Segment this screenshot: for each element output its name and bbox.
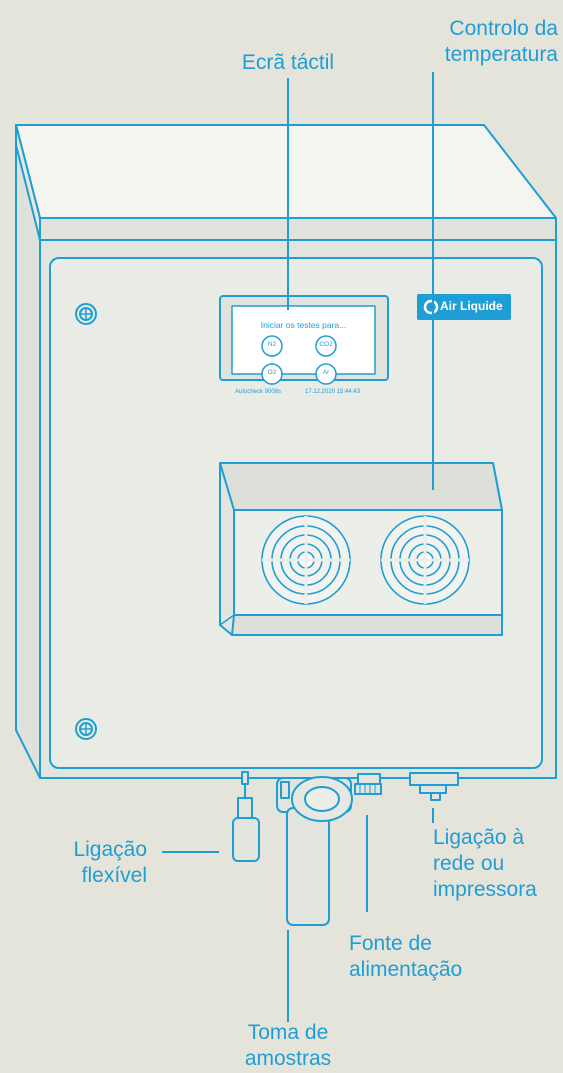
gas-label-o2[interactable]: O2 [267,369,277,376]
label-temperature-line1: Controlo da [449,17,558,40]
label-network-line1: Ligação à [433,826,525,849]
label-sample-line2: amostras [244,1047,332,1070]
label-sample-line1: Toma de [247,1021,329,1044]
label-power: Fonte de alimentação [349,931,462,983]
label-touchscreen-text: Ecrã táctil [241,51,335,74]
label-network: Ligação à rede ou impressora [433,825,537,903]
screen-footer-right: 17.12.2020 15:44:43 [305,389,361,395]
network-connector [409,772,459,801]
label-temperature-line2: temperatura [444,43,558,66]
screen-footer-left: Autocheck 9008s [235,389,282,395]
gas-button-co2 [315,335,337,357]
gas-button-n2 [261,335,283,357]
label-flexible-line2: flexível [81,864,147,887]
label-temperature: Controlo da temperatura [445,16,558,68]
label-network-line3: impressora [433,878,537,901]
screw-bottom [75,718,97,740]
label-touchscreen: Ecrã táctil [168,50,408,76]
gas-label-co2[interactable]: CO2 [319,341,333,348]
label-flexible-line1: Ligação [73,838,147,861]
label-power-line1: Fonte de [349,932,432,955]
brand-name: Air Liquide [440,299,503,313]
temperature-housing-top [219,462,503,511]
screw-top [75,303,97,325]
roof-side [15,124,41,241]
roof-front [39,217,557,241]
gas-label-n2[interactable]: N2 [267,341,277,348]
label-sample: Toma de amostras [228,1020,348,1072]
fan-left [261,515,351,605]
gas-label-ar[interactable]: Ar [322,369,330,376]
label-network-line2: rede ou [433,852,505,875]
label-power-line2: alimentação [349,958,463,981]
brand-logo-box [417,294,511,320]
temperature-housing-bottom [231,614,503,636]
screen-display [231,305,376,375]
fan-right [380,515,470,605]
screen-prompt: Iniciar os testes para... [260,320,347,330]
power-connector [354,773,382,795]
gas-button-ar [315,363,337,385]
label-flexible: Ligação flexível [73,837,147,889]
sample-port [276,776,353,926]
roof-top [15,124,557,219]
flexible-connector [232,771,260,862]
gas-button-o2 [261,363,283,385]
brand-logo-mark [423,299,439,315]
